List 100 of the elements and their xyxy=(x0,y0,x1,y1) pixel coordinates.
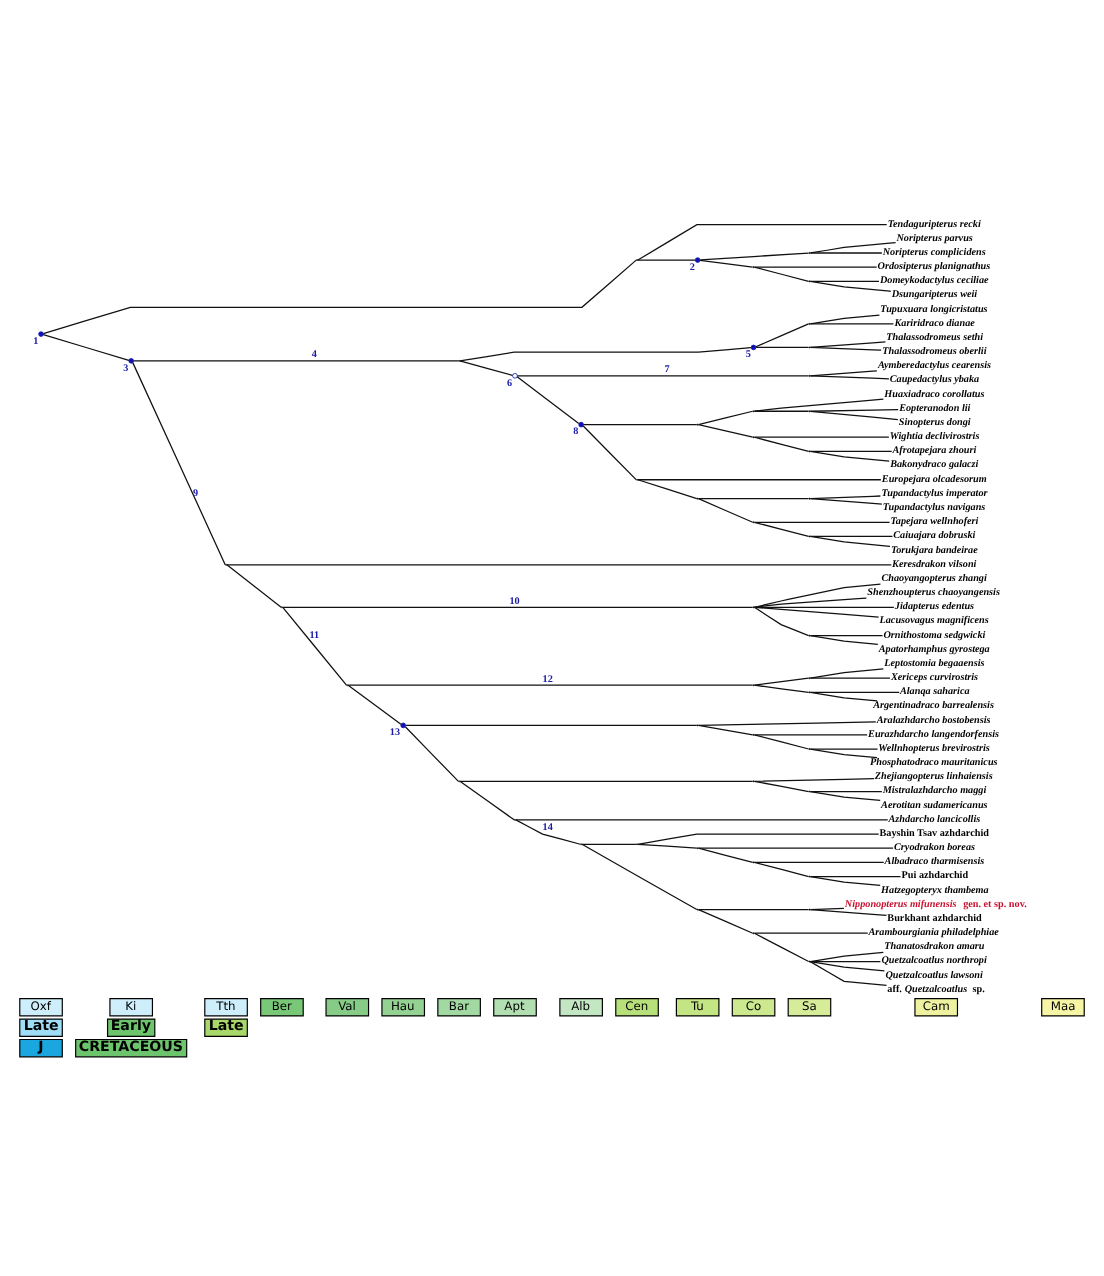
connector xyxy=(637,259,696,261)
connector xyxy=(581,843,637,845)
connector xyxy=(809,280,892,292)
connector xyxy=(515,819,889,821)
connector xyxy=(753,932,810,963)
connector xyxy=(697,498,754,523)
connector xyxy=(42,333,130,361)
connector xyxy=(405,724,698,726)
connector xyxy=(697,410,754,426)
connector xyxy=(753,410,810,412)
node-circle xyxy=(128,358,134,364)
connector xyxy=(809,691,878,702)
connector xyxy=(753,583,882,608)
connector xyxy=(753,266,810,282)
connector xyxy=(347,684,754,686)
connector xyxy=(753,521,810,538)
connector xyxy=(753,734,868,736)
connector xyxy=(809,323,895,325)
connector xyxy=(809,960,882,963)
connector xyxy=(753,734,810,750)
connector xyxy=(809,790,881,802)
connector xyxy=(809,961,888,986)
node-circle xyxy=(694,257,701,263)
connector xyxy=(809,875,881,887)
connector xyxy=(516,375,810,377)
connector xyxy=(282,606,348,686)
connector xyxy=(282,606,754,608)
connector xyxy=(753,436,810,453)
node-circle xyxy=(750,344,757,351)
connector xyxy=(347,684,402,725)
connector xyxy=(697,498,810,500)
connector xyxy=(132,362,226,566)
connector xyxy=(809,748,879,750)
connector xyxy=(404,726,459,782)
connector xyxy=(637,479,882,481)
connector xyxy=(42,259,637,335)
connector xyxy=(809,375,890,380)
connector xyxy=(697,909,810,911)
connector xyxy=(753,266,878,268)
connector xyxy=(809,748,878,759)
node-point xyxy=(808,748,811,750)
connector xyxy=(753,861,810,878)
connector xyxy=(809,241,897,254)
connector xyxy=(753,778,875,782)
connector xyxy=(582,424,698,426)
connector xyxy=(582,425,637,481)
connector xyxy=(809,677,891,679)
connector xyxy=(459,360,514,376)
connector xyxy=(809,314,881,325)
connector xyxy=(753,932,869,934)
connector xyxy=(637,843,698,849)
connector xyxy=(459,780,754,782)
connector xyxy=(226,564,282,608)
connector xyxy=(809,951,884,963)
connector xyxy=(809,668,884,679)
connector xyxy=(753,597,867,608)
connector xyxy=(459,780,515,821)
connector xyxy=(753,606,880,618)
connector xyxy=(753,780,810,793)
connector xyxy=(516,376,580,425)
connector xyxy=(753,521,891,523)
connector xyxy=(809,252,883,254)
node-point xyxy=(808,252,811,254)
connector xyxy=(459,347,752,362)
connector xyxy=(753,398,885,412)
connector xyxy=(753,677,810,686)
node-circle xyxy=(400,722,406,729)
connector xyxy=(697,424,754,438)
connector xyxy=(809,410,899,421)
connector xyxy=(637,224,888,261)
connector xyxy=(515,819,581,845)
connector xyxy=(809,280,880,282)
connector xyxy=(699,252,810,261)
connector xyxy=(637,479,698,500)
connector xyxy=(809,960,886,972)
connector xyxy=(697,847,754,863)
connector xyxy=(637,833,880,845)
connector xyxy=(809,341,887,349)
connector xyxy=(697,909,754,934)
connector xyxy=(809,790,883,793)
connector xyxy=(581,843,698,911)
connector xyxy=(809,450,893,453)
connector xyxy=(809,635,884,637)
connector xyxy=(755,346,810,349)
connector xyxy=(809,408,899,412)
connector xyxy=(753,861,885,863)
connector xyxy=(226,564,892,566)
connector xyxy=(755,323,810,348)
connector xyxy=(132,360,459,362)
node-circle xyxy=(512,373,518,379)
connector xyxy=(809,450,890,462)
connector xyxy=(809,909,888,916)
connector xyxy=(809,875,902,878)
connector xyxy=(809,691,900,693)
connector xyxy=(809,635,879,645)
connector xyxy=(809,498,883,505)
connector xyxy=(753,436,890,438)
connector xyxy=(697,847,894,849)
connector xyxy=(809,346,882,351)
connector xyxy=(753,684,810,693)
